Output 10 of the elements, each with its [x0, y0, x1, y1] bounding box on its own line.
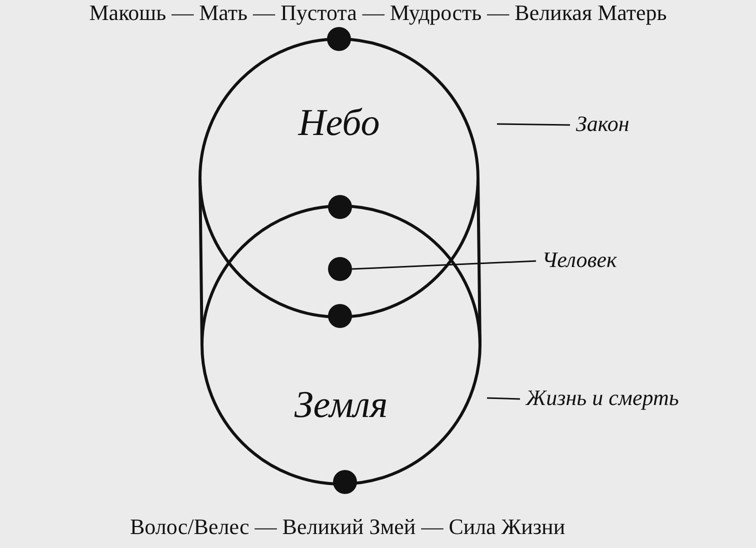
region-label: Земля — [294, 386, 388, 424]
title: Макошь — Мать — Пустота — Мудрость — Великая Матерь — [88, 0, 668, 25]
caption: Волос/Велес — Великий Змей — Сила Жизни — [130, 513, 566, 540]
annotation-text: Жизнь и смерть — [526, 387, 679, 409]
leader-line — [496, 123, 570, 126]
leader-line — [486, 397, 520, 400]
region-label: Небо — [298, 104, 380, 142]
annotation-text: Человек — [542, 249, 617, 271]
leader-line — [352, 260, 536, 270]
annotation-text: Закон — [576, 113, 630, 135]
